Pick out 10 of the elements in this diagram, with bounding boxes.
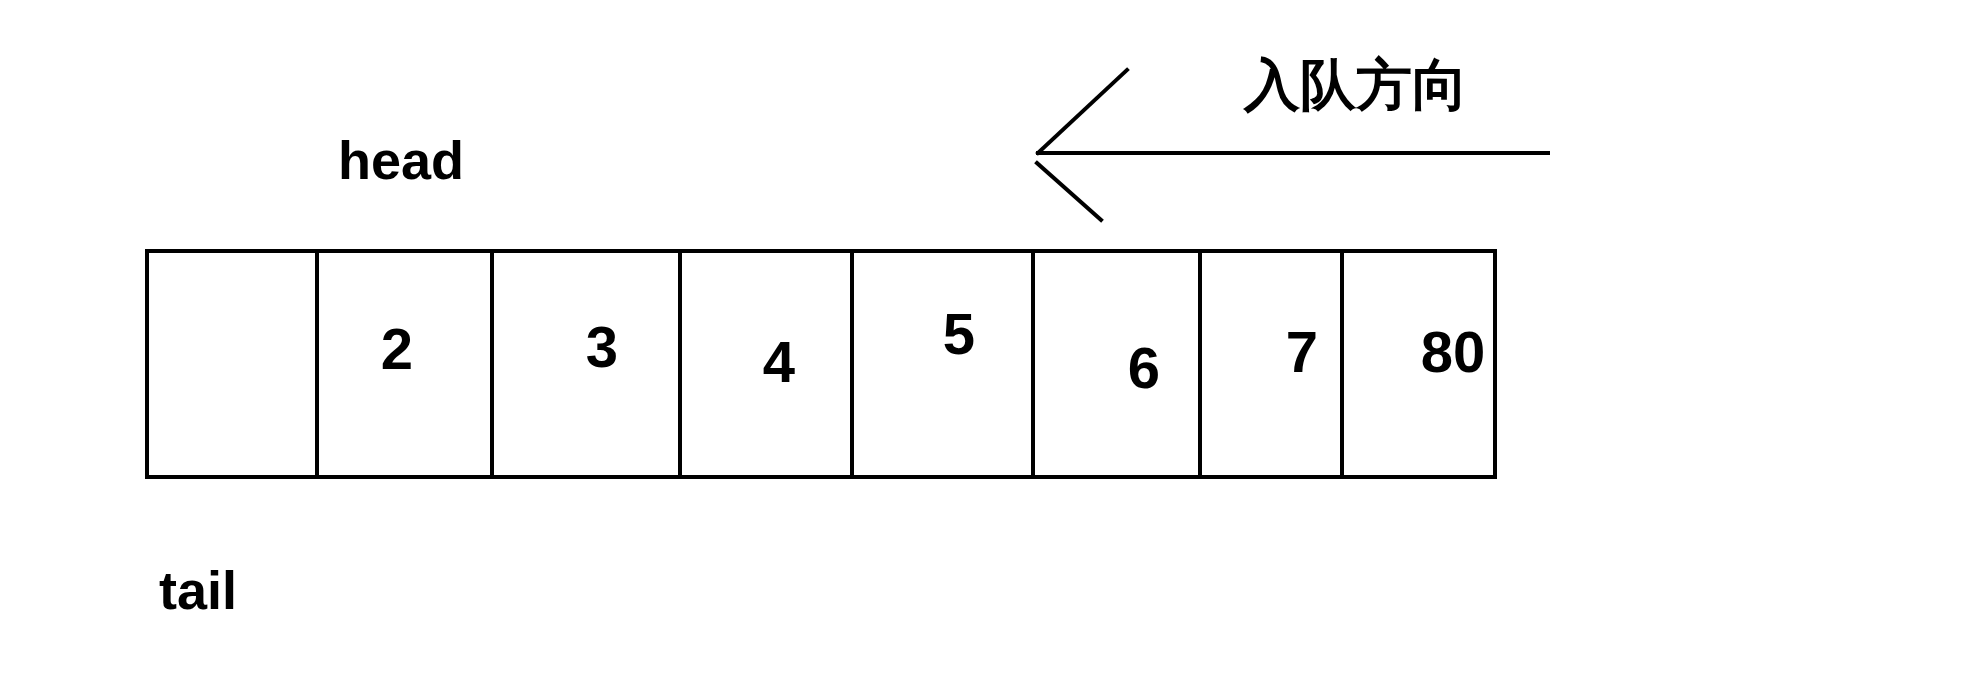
head-label: head — [338, 133, 464, 187]
cell-number: 4 — [762, 333, 796, 391]
cell-number: 80 — [1420, 323, 1486, 381]
direction-label: 入队方向 — [1244, 57, 1468, 113]
cell-number: 3 — [585, 318, 619, 376]
cell-number: 5 — [942, 305, 976, 363]
cell-number: 6 — [1127, 339, 1161, 397]
cell-number: 7 — [1285, 323, 1319, 381]
cell-number: 2 — [380, 320, 414, 378]
tail-label: tail — [159, 563, 237, 617]
